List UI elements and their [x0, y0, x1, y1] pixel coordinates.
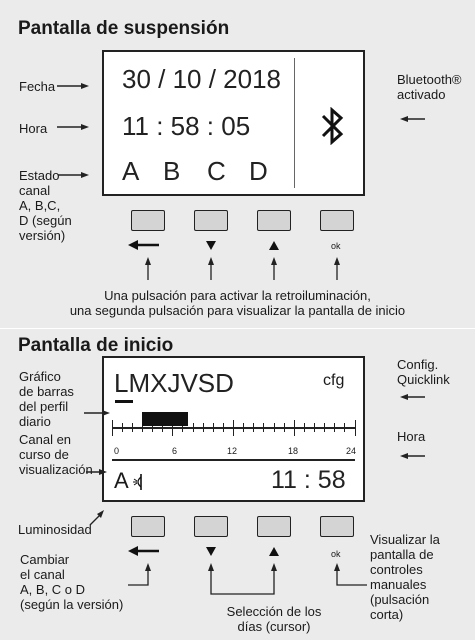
- home-ok-label: ok: [331, 549, 341, 559]
- backlight-note: Una pulsación para activar la retroilumi…: [69, 288, 406, 318]
- label-manual-controls: Visualizar la pantalla de controles manu…: [370, 532, 440, 622]
- home-down-triangle-icon: [206, 547, 216, 556]
- home-up-triangle-icon: [269, 547, 279, 556]
- lamp-icon: [133, 474, 142, 490]
- timeline-tick: [293, 420, 295, 436]
- config-arrow-icon: [400, 394, 425, 400]
- timeline-tick: [273, 423, 275, 432]
- up-triangle-icon: [269, 241, 279, 250]
- label-home-time: Hora: [397, 429, 426, 444]
- timeline-tick: [263, 423, 265, 432]
- standby-arrows: [57, 83, 425, 280]
- home-panel: Pantalla de inicio Gráfico de barras del…: [0, 329, 475, 640]
- label-date: Fecha: [19, 79, 56, 94]
- timeline-tick: [253, 423, 255, 432]
- timeline-tick: [283, 423, 285, 432]
- timeline-tick: [344, 423, 346, 432]
- label-bluetooth: Bluetooth® activado: [397, 72, 462, 102]
- home-down-button[interactable]: [194, 516, 228, 537]
- day-selection-bracket-icon: [208, 563, 277, 595]
- channel-c: C: [207, 156, 226, 186]
- home-left-button[interactable]: [131, 516, 165, 537]
- ok-label: ok: [331, 241, 341, 251]
- timeline-tick: [233, 420, 234, 436]
- up-arrow-left-icon: [145, 257, 151, 280]
- home-arrows: [84, 394, 425, 595]
- left-arrow-icon: [128, 240, 159, 250]
- manual-arrow-icon: [334, 563, 367, 586]
- standby-display: 30 / 10 / 2018 11 : 58 : 05 A B C D: [102, 50, 365, 196]
- change-channel-arrow-icon: [128, 563, 151, 586]
- standby-title: Pantalla de suspensión: [18, 18, 230, 39]
- tick-label-12: 12: [227, 446, 238, 456]
- tick-label-0: 0: [114, 446, 120, 456]
- timeline-tick: [111, 420, 113, 436]
- channel-a: A: [122, 156, 140, 186]
- timeline-tick: [303, 423, 305, 432]
- timeline-tick: [182, 423, 184, 432]
- standby-panel: Pantalla de suspensión Fecha Hora Estado…: [0, 0, 475, 328]
- down-button[interactable]: [194, 210, 228, 231]
- home-time-display: 11 : 58: [271, 466, 346, 494]
- home-ok-button[interactable]: [320, 516, 354, 537]
- timeline-tick: [222, 423, 224, 432]
- timeline-tick: [212, 423, 214, 432]
- timeline-tick: [354, 420, 356, 436]
- display-separator: [112, 459, 355, 461]
- label-luminosity: Luminosidad: [18, 522, 92, 537]
- tick-label-18: 18: [288, 446, 299, 456]
- label-day-selection: Selección de los días (cursor): [226, 604, 322, 634]
- timeline-tick: [131, 423, 133, 432]
- time-arrow-icon: [57, 124, 89, 130]
- timeline-tick: [121, 423, 123, 432]
- time-display: 11 : 58 : 05: [122, 111, 251, 141]
- date-display: 30 / 10 / 2018: [122, 64, 282, 94]
- left-button[interactable]: [131, 210, 165, 231]
- luminosity-arrow-icon: [89, 510, 104, 526]
- profile-bar: [142, 412, 188, 426]
- timeline-tick: [314, 423, 315, 432]
- timeline-tick: [243, 423, 245, 432]
- home-up-button[interactable]: [257, 516, 291, 537]
- cfg-label: cfg: [323, 372, 345, 389]
- ok-button[interactable]: [320, 210, 354, 231]
- channel-arrow-icon: [58, 172, 89, 178]
- days-row: LMXJVSD: [114, 368, 234, 398]
- timeline-tick: [202, 423, 204, 432]
- tick-label-24: 24: [346, 446, 357, 456]
- tick-label-6: 6: [172, 446, 178, 456]
- channel-view-arrow-icon: [86, 469, 107, 475]
- down-triangle-icon: [206, 241, 216, 250]
- label-channel-state: Estado canal A, B,C, D (según versión): [19, 168, 72, 243]
- timeline-tick: [334, 423, 336, 432]
- label-change-channel: Cambiar el canal A, B, C o D (según la v…: [20, 552, 124, 612]
- label-bar-graph: Gráfico de barras del perfil diario: [19, 369, 74, 429]
- bluetooth-arrow-icon: [400, 116, 425, 122]
- home-left-arrow-icon: [128, 546, 159, 556]
- date-arrow-icon: [57, 83, 89, 89]
- up-button[interactable]: [257, 210, 291, 231]
- display-divider: [294, 58, 295, 188]
- timeline-tick: [141, 423, 143, 432]
- day-cursor: [115, 400, 133, 403]
- label-config-quicklink: Config. Quicklink: [397, 357, 450, 387]
- up-arrow-down-icon: [208, 257, 214, 280]
- timeline-tick: [152, 423, 153, 432]
- channel-indicator: A: [114, 468, 129, 493]
- label-time: Hora: [19, 121, 48, 136]
- channel-b: B: [163, 156, 181, 186]
- up-arrow-ok-icon: [334, 257, 340, 280]
- up-arrow-up-icon: [271, 257, 277, 280]
- timeline-tick: [324, 423, 326, 432]
- home-title: Pantalla de inicio: [18, 335, 174, 356]
- label-channel-view: Canal en curso de visualización: [19, 432, 93, 477]
- graph-arrow-icon: [84, 410, 110, 416]
- home-display: LMXJVSD cfg 0 6 12 18 24 A 11 : 58: [102, 356, 365, 502]
- timeline-tick: [162, 423, 164, 432]
- timeline-tick: [192, 423, 194, 432]
- channel-d: D: [249, 156, 268, 186]
- timeline-tick: [172, 420, 174, 436]
- hora-arrow-icon: [400, 453, 425, 459]
- bluetooth-icon: [321, 107, 344, 145]
